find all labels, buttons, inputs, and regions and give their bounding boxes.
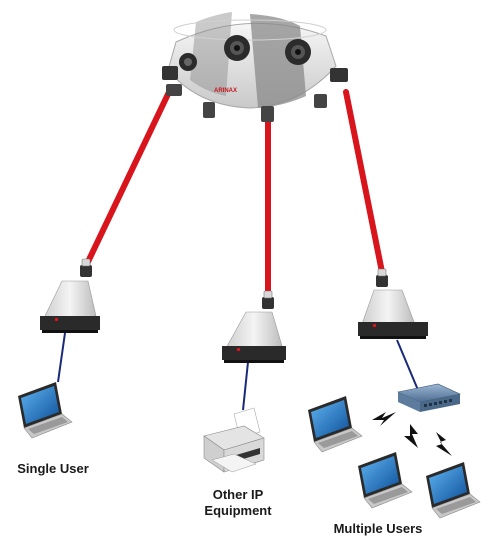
laptop-icon xyxy=(307,395,363,453)
node-left xyxy=(40,258,100,333)
node-right xyxy=(358,268,428,339)
multiple-users-label: Multiple Users xyxy=(333,521,423,536)
lightning-bolt-icon xyxy=(436,432,452,456)
printer-icon xyxy=(203,407,265,473)
network-switch-icon xyxy=(397,383,461,412)
hub-device: ARINAX xyxy=(162,12,348,122)
other-ip-label-line2: Equipment xyxy=(204,503,272,518)
single-user-label: Single User xyxy=(17,461,89,476)
laptop-icon xyxy=(357,451,413,509)
copper-link-switch xyxy=(396,339,419,391)
other-ip-label-line1: Other IP xyxy=(212,487,264,502)
copper-link-printer xyxy=(242,361,249,411)
copper-link-single xyxy=(57,332,66,383)
fiber-links xyxy=(83,89,385,299)
fiber-link-left xyxy=(83,89,172,269)
wireless-signal-icons xyxy=(372,412,452,456)
laptop-icon xyxy=(17,381,73,439)
lightning-bolt-icon xyxy=(372,412,396,426)
node-center xyxy=(222,290,286,363)
lightning-bolt-icon xyxy=(404,424,418,448)
other-ip-equipment-label: Other IP Equipment xyxy=(190,487,286,519)
hub-brand-text: ARINAX xyxy=(214,88,237,94)
fiber-link-right xyxy=(343,89,385,275)
laptop-icon xyxy=(425,461,481,519)
copper-links xyxy=(57,332,419,411)
